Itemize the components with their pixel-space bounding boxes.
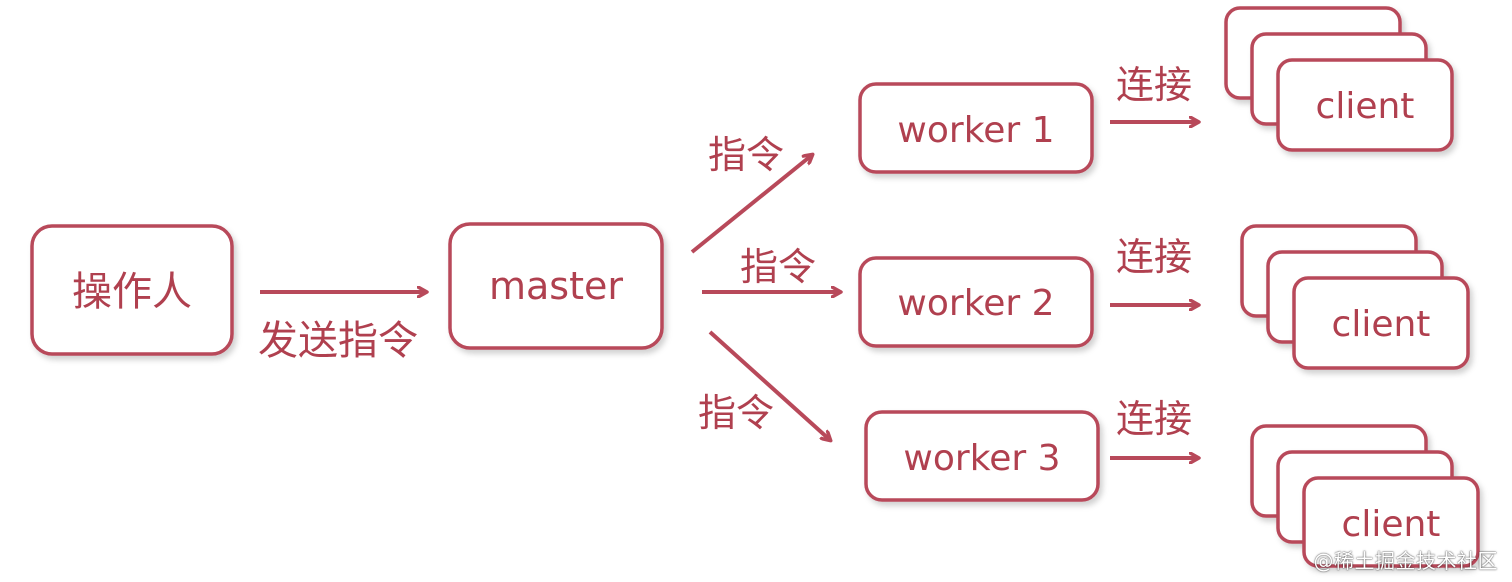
edge-label-command-2: 指令 (740, 245, 816, 289)
edge-master-to-worker-3: 指令 (698, 330, 830, 440)
edge-master-to-worker-2: 指令 (702, 245, 840, 292)
edge-worker-3-to-client: 连接 (1110, 397, 1198, 458)
edge-label-send-command: 发送指令 (258, 318, 418, 364)
edge-label-command-3: 指令 (698, 391, 774, 435)
client-2-label: client (1332, 304, 1431, 345)
edge-label-connect-3: 连接 (1116, 397, 1192, 441)
worker-2-label: worker 2 (897, 283, 1054, 324)
edge-operator-to-master: 发送指令 (258, 292, 426, 364)
master-label: master (489, 264, 623, 308)
client-stack-3: client (1250, 424, 1480, 568)
client-stack-1: client (1224, 6, 1454, 152)
edge-label-connect-2: 连接 (1116, 235, 1192, 279)
edge-master-to-worker-1: 指令 (690, 133, 812, 254)
worker-2-node: worker 2 (858, 256, 1094, 348)
operator-node: 操作人 (30, 224, 234, 356)
watermark: @稀土掘金技术社区 (1313, 549, 1498, 573)
client-stack-2: client (1240, 224, 1470, 370)
edge-label-connect-1: 连接 (1116, 63, 1192, 107)
worker-1-node: worker 1 (858, 82, 1094, 174)
operator-label: 操作人 (72, 269, 192, 315)
worker-3-node: worker 3 (864, 410, 1100, 502)
worker-1-label: worker 1 (897, 110, 1054, 151)
arrow-master-to-worker-3 (708, 330, 830, 440)
worker-3-label: worker 3 (903, 438, 1060, 479)
client-1-label: client (1316, 86, 1415, 127)
master-node: master (448, 222, 664, 350)
edge-worker-1-to-client: 连接 (1110, 63, 1198, 122)
client-3-label: client (1342, 504, 1441, 545)
edge-worker-2-to-client: 连接 (1110, 235, 1198, 305)
arrow-master-to-worker-1 (690, 155, 812, 254)
edge-label-command-1: 指令 (708, 133, 784, 177)
